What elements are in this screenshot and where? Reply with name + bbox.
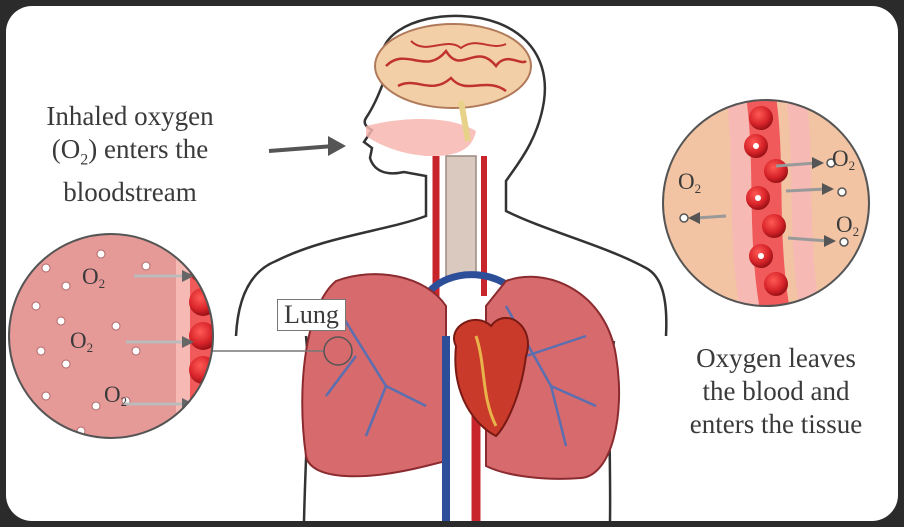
inhale-arrow-icon [328,136,346,156]
o2-label: O2 [104,382,127,415]
inhaled-oxygen-label: Inhaled oxygen (O2) enters the bloodstre… [10,100,250,209]
oxygen-leaves-label: Oxygen leaves the blood and enters the t… [656,342,896,441]
airflow-plume [366,119,476,156]
diagram-frame: Inhaled oxygen (O2) enters the bloodstre… [6,6,898,521]
trachea [446,156,476,276]
o2-label: O2 [836,212,859,245]
lung-label: Lung [277,299,346,331]
o2-label: O2 [832,146,855,179]
o2-label: O2 [70,328,93,361]
o2-label: O2 [678,169,701,202]
tissue-zoom [656,96,876,316]
respiration-illustration [6,6,898,521]
o2-label: O2 [82,264,105,297]
